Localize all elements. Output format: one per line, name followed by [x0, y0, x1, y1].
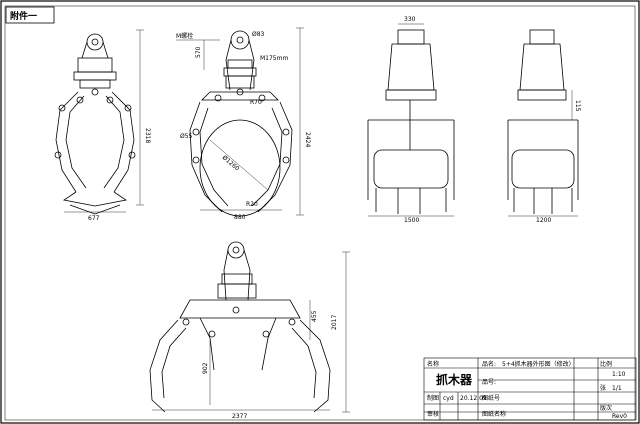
side-r-dim: R70	[250, 99, 262, 106]
tb-zhitu-name: cyd	[443, 395, 454, 402]
open-view-dimensions	[152, 251, 350, 413]
tb-tuming-label: 图纸名称	[482, 410, 506, 418]
tb-pin-label: 品名:	[482, 360, 496, 368]
side-bolt-note: M螺栓	[176, 32, 193, 40]
tb-product-name: 抓木器	[436, 372, 473, 387]
top-view-b-dimensions	[508, 90, 578, 217]
top-view-a	[367, 29, 455, 214]
tb-rev-value: Rev0	[612, 413, 627, 420]
title-block	[423, 357, 637, 421]
top-a-top-dim: 330	[404, 16, 416, 23]
top-b-width-dim: 1200	[536, 217, 551, 224]
top-view-b	[507, 29, 579, 214]
side-view	[189, 30, 293, 217]
open-inner-dim: 902	[202, 362, 209, 374]
side-view-dimensions	[176, 27, 304, 216]
open-mid-dim: 455	[311, 310, 318, 322]
tb-zhitu-label: 制图	[427, 394, 439, 402]
side-width-dim: 880	[234, 214, 246, 221]
tb-sheet-value: 1/1	[612, 385, 622, 392]
side-bolt-size: M175mm	[260, 55, 288, 62]
sheet-inner-frame	[4, 5, 636, 421]
tb-sheet-label: 张	[600, 384, 606, 392]
tb-scale-label: 比例	[600, 360, 612, 368]
tb-tuzhi-label: 图纸号	[482, 394, 500, 402]
front-view-dimensions	[64, 29, 144, 213]
front-height-dim: 2318	[144, 128, 151, 143]
top-view-a-dimensions	[368, 23, 454, 217]
tb-scale-value: 1:10	[612, 371, 626, 378]
tb-row1-label: 名称	[427, 360, 439, 368]
top-b-side-dim: 115	[574, 100, 581, 112]
open-view	[149, 241, 331, 413]
top-a-width-dim: 1500	[404, 217, 419, 224]
tb-pin-value: 5+4抓木器外形图（修改）	[502, 360, 575, 368]
tb-pinhao-label: 品号:	[482, 379, 496, 386]
side-r2-dim: R20	[246, 201, 258, 208]
front-view	[54, 33, 136, 215]
side-pin-dim: Ø55	[180, 133, 193, 140]
tb-shenhe-label: 审核	[427, 410, 439, 418]
open-width-dim: 2377	[232, 413, 247, 420]
tb-zhitu-date: 20.12.09	[460, 395, 487, 402]
side-top-dim: Ø83	[252, 31, 265, 38]
sheet-tag: 附件一	[10, 10, 37, 22]
side-dia-dim: Ø1260	[221, 154, 241, 172]
side-side-dim: 570	[195, 46, 202, 58]
sheet-tag-box	[5, 6, 55, 24]
open-height-dim: 2017	[331, 315, 338, 330]
side-height-dim: 2424	[304, 132, 311, 147]
front-width-dim: 677	[88, 215, 100, 222]
tb-rev-label: 版次	[600, 404, 612, 412]
